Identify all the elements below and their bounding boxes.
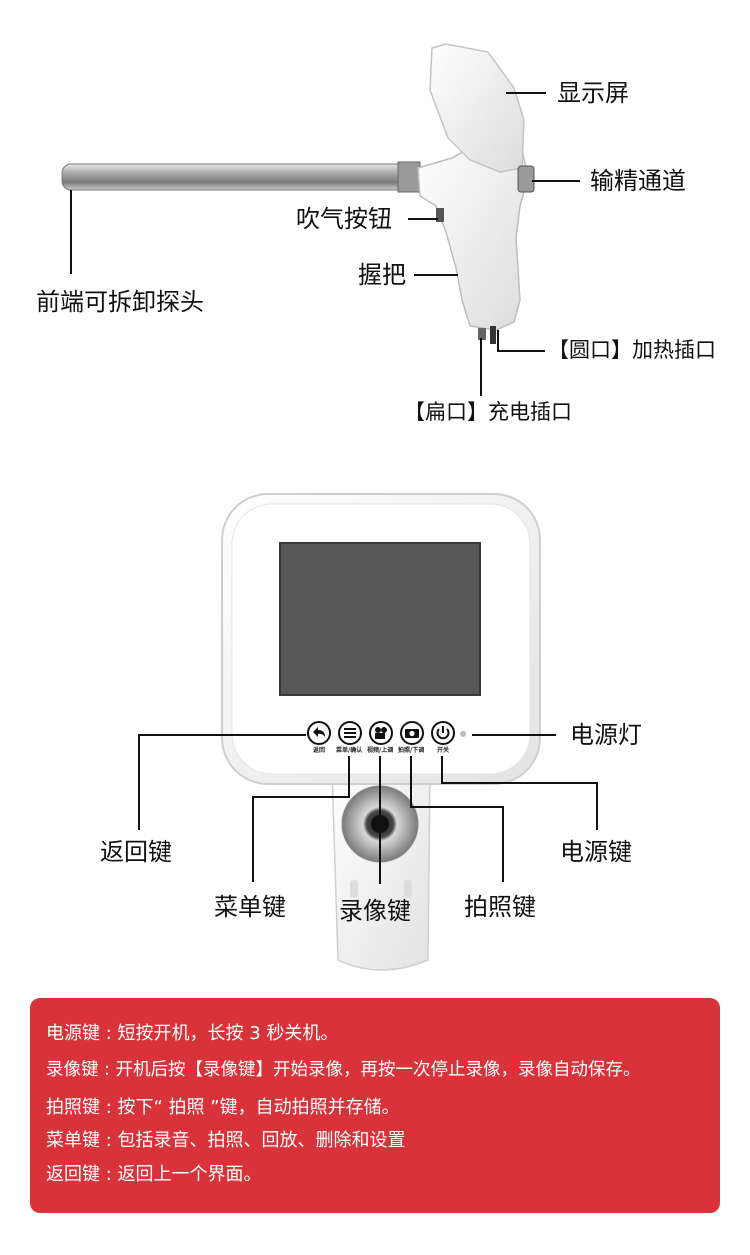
- callout-line-back-h: [138, 734, 306, 736]
- callout-line-menu-h: [252, 796, 350, 798]
- device-screen: [279, 542, 481, 696]
- callout-line-round-port-v: [497, 330, 499, 352]
- label-detachable-probe: 前端可拆卸探头: [36, 288, 204, 316]
- instruction-record-key: 录像键 : 开机后按【录像键】开始录像，再按一次停止录像，录像自动保存。: [46, 1060, 641, 1080]
- button-label-video: 视频/上调: [367, 747, 394, 754]
- callout-line-menu-v2: [252, 796, 254, 882]
- callout-line-flat-port: [480, 338, 482, 396]
- label-power-light: 电源灯: [570, 721, 642, 749]
- label-flat-port: 【扁口】充电插口: [404, 400, 572, 424]
- device-buttons: [307, 721, 455, 745]
- label-photo-key: 拍照键: [464, 893, 536, 921]
- callout-line-record: [379, 756, 381, 884]
- photo-key-icon[interactable]: [400, 721, 424, 745]
- instruction-photo-key: 拍照键 : 按下“ 拍照 ”键，自动拍照并存储。: [46, 1097, 400, 1118]
- callout-line-photo-v2: [502, 806, 504, 882]
- callout-line-channel: [532, 180, 580, 182]
- button-label-photo: 拍照/下调: [398, 747, 425, 754]
- instruction-menu-key: 菜单键 : 包括录音、拍照、回放、删除和设置: [46, 1130, 406, 1151]
- label-grip: 握把: [358, 261, 406, 289]
- menu-key-icon[interactable]: [338, 721, 362, 745]
- label-air-button: 吹气按钮: [296, 205, 392, 233]
- callout-line-air: [408, 218, 438, 220]
- instructions-panel: 电源键 : 短按开机，长按 3 秒关机。 录像键 : 开机后按【录像键】开始录像…: [30, 998, 720, 1213]
- label-menu-key: 菜单键: [214, 893, 286, 921]
- callout-line-photo-h: [410, 806, 504, 808]
- callout-line-power-light: [472, 734, 556, 736]
- display-head: [429, 43, 525, 173]
- button-label-back: 返回: [313, 747, 326, 754]
- callout-line-grip: [414, 274, 458, 276]
- callout-line-menu-v1: [348, 756, 350, 798]
- instruction-back-key: 返回键 : 返回上一个界面。: [46, 1164, 262, 1185]
- record-key-icon[interactable]: [369, 721, 393, 745]
- callout-line-power-v2: [596, 782, 598, 830]
- probe-rod: [61, 163, 419, 191]
- callout-line-round-port-h: [497, 350, 545, 352]
- callout-line-display: [506, 92, 546, 94]
- instruction-power-key: 电源键 : 短按开机，长按 3 秒关机。: [46, 1023, 339, 1044]
- callout-line-probe: [70, 190, 72, 274]
- label-semen-channel: 输精通道: [590, 167, 686, 195]
- label-display: 显示屏: [557, 79, 629, 107]
- label-power-key: 电源键: [560, 838, 632, 866]
- back-key-icon[interactable]: [307, 721, 331, 745]
- device-front-illustration: [221, 493, 541, 971]
- power-key-icon[interactable]: [431, 721, 455, 745]
- callout-line-back-v: [138, 734, 140, 830]
- button-label-menu: 菜单/确认: [336, 747, 363, 754]
- callout-line-power-v1: [441, 756, 443, 784]
- callout-line-power-h: [441, 782, 598, 784]
- gun-device-illustration: [61, 43, 535, 344]
- label-back-key: 返回键: [100, 838, 172, 866]
- button-label-power: 开关: [437, 747, 450, 754]
- label-record-key: 录像键: [339, 897, 411, 925]
- label-round-port: 【圆口】加热插口: [548, 338, 716, 362]
- callout-line-photo-v1: [410, 756, 412, 808]
- power-led: [460, 731, 466, 737]
